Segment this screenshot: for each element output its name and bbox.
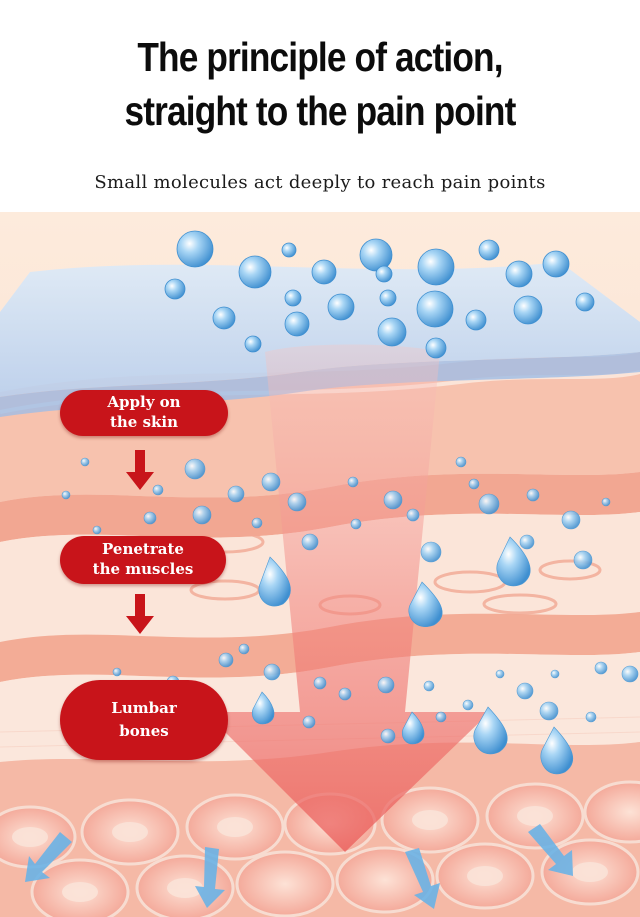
step-arrow-1 — [126, 450, 154, 490]
step-3-line-1: Lumbar — [111, 699, 177, 717]
step-3-line-2: bones — [119, 722, 169, 740]
step-2-line-2: the muscles — [92, 560, 194, 578]
header: The principle of action, straight to the… — [0, 0, 640, 212]
teardrop-droplets — [251, 536, 574, 775]
step-1-line-1: Apply on — [107, 393, 181, 411]
title-line-2: straight to the pain point — [124, 88, 517, 134]
page-title: The principle of action, straight to the… — [45, 30, 595, 138]
skin-layers-illustration — [0, 212, 640, 917]
step-1-line-2: the skin — [109, 413, 179, 431]
step-2-line-1: Penetrate — [102, 540, 184, 558]
title-line-1: The principle of action, — [137, 34, 503, 80]
step-penetrate-muscles: Penetrate the muscles — [60, 536, 226, 584]
step-arrow-2 — [126, 594, 154, 634]
step-lumbar-bones: Lumbar bones — [60, 680, 228, 760]
surface-droplets — [164, 230, 595, 359]
step-apply-on-skin: Apply on the skin — [60, 390, 228, 436]
downward-flow-arrows — [25, 824, 573, 909]
page-subtitle: Small molecules act deeply to reach pain… — [94, 172, 546, 193]
inner-droplets — [61, 456, 639, 744]
illustration-svg — [0, 212, 640, 917]
